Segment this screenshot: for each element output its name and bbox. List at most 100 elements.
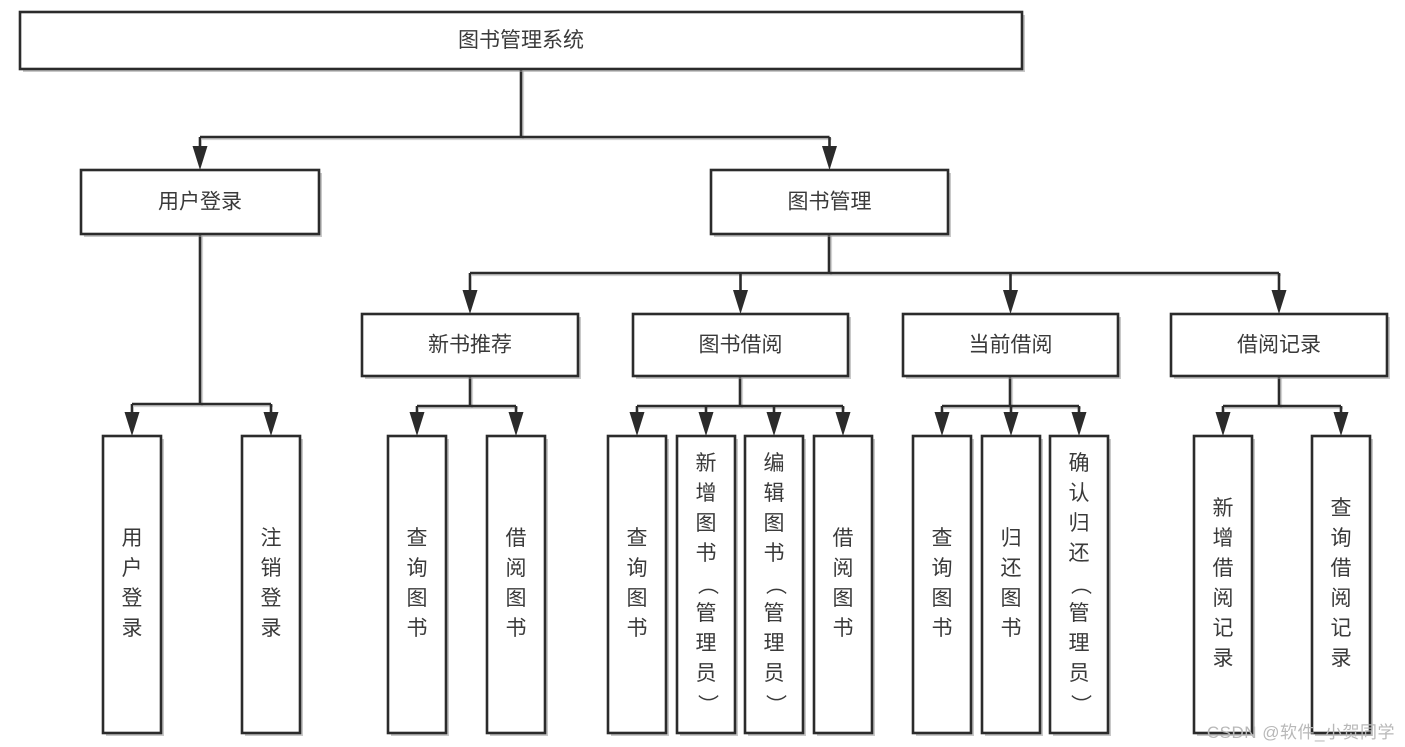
svg-text:增: 增 <box>696 482 717 505</box>
svg-text:还: 还 <box>1001 557 1022 580</box>
connector-group <box>192 69 837 170</box>
svg-text:查: 查 <box>932 527 953 550</box>
arrow-head-icon <box>409 412 425 436</box>
node-box[interactable] <box>240 434 302 735</box>
svg-text:辑: 辑 <box>764 482 785 505</box>
svg-text:书: 书 <box>1001 617 1022 640</box>
svg-text:借: 借 <box>1331 557 1352 580</box>
arrow-head-icon <box>1071 412 1087 436</box>
svg-text:阅: 阅 <box>833 557 854 580</box>
svg-text:记: 记 <box>1331 617 1352 640</box>
node-box[interactable] <box>709 168 950 236</box>
node-box[interactable] <box>606 434 668 735</box>
node-box[interactable] <box>1192 434 1254 735</box>
arrow-head-icon <box>462 290 478 314</box>
node-borrow-record[interactable]: 借阅记录 <box>1169 312 1390 379</box>
svg-text:阅: 阅 <box>506 557 527 580</box>
node-box[interactable] <box>386 434 448 735</box>
node-box[interactable] <box>901 312 1120 378</box>
svg-text:查: 查 <box>1331 497 1352 520</box>
svg-text:询: 询 <box>407 557 428 580</box>
node-box[interactable] <box>631 312 850 378</box>
node-leaf-user-login[interactable]: 用户登录 <box>101 434 164 736</box>
arrow-head-icon <box>508 412 524 436</box>
node-box[interactable] <box>675 434 737 735</box>
svg-text:图: 图 <box>1001 587 1022 610</box>
node-box[interactable] <box>1048 434 1110 735</box>
arrow-head-icon <box>835 412 851 436</box>
svg-text:注: 注 <box>261 527 282 550</box>
node-box[interactable] <box>911 434 973 735</box>
node-layer: 图书管理系统用户登录图书管理新书推荐图书借阅当前借阅借阅记录用户登录注销登录查询… <box>18 10 1390 736</box>
node-label: 图书管理系统 <box>458 29 584 52</box>
node-box[interactable] <box>812 434 874 735</box>
svg-text:书: 书 <box>627 617 648 640</box>
connector-group <box>629 376 851 436</box>
node-box[interactable] <box>980 434 1042 735</box>
arrow-head-icon <box>733 290 748 314</box>
svg-text:录: 录 <box>1213 647 1234 670</box>
node-box[interactable] <box>485 434 547 735</box>
node-current-borrow[interactable]: 当前借阅 <box>901 312 1121 379</box>
svg-text:新: 新 <box>1213 497 1234 520</box>
svg-text:编: 编 <box>764 452 785 475</box>
svg-text:图: 图 <box>407 587 428 610</box>
node-new-book-rec[interactable]: 新书推荐 <box>360 312 581 379</box>
node-box[interactable] <box>79 168 321 236</box>
node-box[interactable] <box>18 10 1024 71</box>
csdn-watermark: CSDN @软件_小贺同学 <box>1206 723 1395 742</box>
svg-text:还: 还 <box>1069 542 1090 565</box>
node-box[interactable] <box>360 312 580 378</box>
node-book-borrow[interactable]: 图书借阅 <box>631 312 851 379</box>
node-box[interactable] <box>743 434 805 735</box>
svg-text:书: 书 <box>833 617 854 640</box>
node-box[interactable] <box>1310 434 1372 735</box>
svg-text:增: 增 <box>1213 527 1234 550</box>
arrow-head-icon <box>822 146 837 170</box>
svg-text:员: 员 <box>764 662 785 685</box>
svg-text:书: 书 <box>932 617 953 640</box>
svg-text:图: 图 <box>932 587 953 610</box>
svg-text:记: 记 <box>1213 617 1234 640</box>
svg-text:书: 书 <box>407 617 428 640</box>
svg-text:登: 登 <box>261 587 282 610</box>
svg-text:询: 询 <box>627 557 648 580</box>
node-book-manage[interactable]: 图书管理 <box>709 168 951 237</box>
node-root[interactable]: 图书管理系统 <box>18 10 1025 72</box>
svg-text:查: 查 <box>627 527 648 550</box>
svg-text:书: 书 <box>764 542 785 565</box>
svg-text:用: 用 <box>122 527 143 550</box>
svg-text:户: 户 <box>122 557 143 580</box>
svg-text:书: 书 <box>696 542 717 565</box>
svg-text:图: 图 <box>627 587 648 610</box>
svg-text:阅: 阅 <box>1213 587 1234 610</box>
node-label: 新书推荐 <box>428 334 512 357</box>
svg-text:理: 理 <box>696 632 717 655</box>
node-box[interactable] <box>101 434 163 735</box>
svg-text:归: 归 <box>1069 512 1090 535</box>
svg-text:员: 员 <box>696 662 717 685</box>
arrow-head-icon <box>1271 290 1287 314</box>
svg-text:录: 录 <box>1331 647 1352 670</box>
node-user-login[interactable]: 用户登录 <box>79 168 322 237</box>
node-box[interactable] <box>1169 312 1389 378</box>
